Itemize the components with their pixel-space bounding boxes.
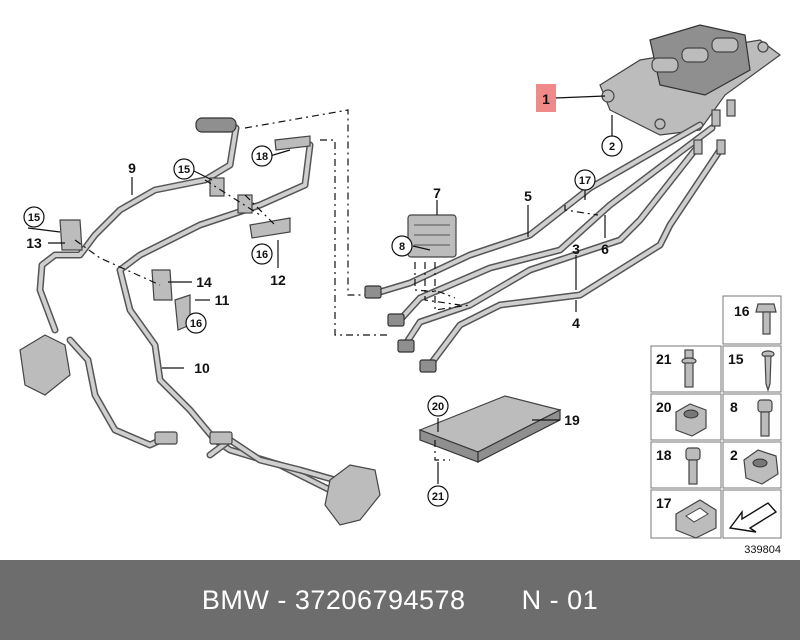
connector-7 — [407, 214, 457, 258]
callout-4[interactable]: 4 — [572, 315, 580, 331]
callout-8[interactable]: 8 — [399, 241, 405, 253]
callout-16-upper[interactable]: 16 — [256, 249, 268, 261]
screw-15-icon — [761, 350, 775, 392]
legend-21: 21 — [656, 351, 672, 367]
pipes-left — [19, 117, 381, 526]
callout-1[interactable]: 1 — [542, 91, 550, 107]
callout-20[interactable]: 20 — [432, 401, 444, 413]
diagram-number: 339804 — [744, 544, 781, 556]
legend-20: 20 — [656, 399, 672, 415]
bolt-16-icon — [755, 303, 777, 335]
nut-20-icon — [675, 403, 707, 437]
stud-21-icon — [681, 349, 697, 388]
footer-bar: BMW - 37206794578 N - 01 — [0, 560, 800, 640]
pipes-right — [364, 99, 736, 373]
callout-15-upper[interactable]: 15 — [178, 164, 190, 176]
callout-17[interactable]: 17 — [579, 175, 591, 187]
parts-diagram: 1 2 3 4 5 6 7 8 9 10 11 12 13 14 15 15 1… — [19, 24, 782, 556]
callout-5[interactable]: 5 — [524, 188, 532, 204]
bolt-18-icon — [685, 447, 701, 485]
callout-6[interactable]: 6 — [601, 241, 609, 257]
callouts: 1 2 3 4 5 6 7 8 9 10 11 12 13 14 15 15 1… — [23, 84, 623, 507]
legend-18: 18 — [656, 447, 672, 463]
footer-brand: BMW — [201, 584, 270, 615]
callout-7[interactable]: 7 — [433, 185, 441, 201]
clip-17-icon — [675, 499, 717, 539]
callout-9[interactable]: 9 — [128, 160, 136, 176]
callout-19[interactable]: 19 — [564, 412, 580, 428]
legend-15: 15 — [728, 351, 744, 367]
footer-position: N - 01 — [521, 584, 599, 615]
callout-13[interactable]: 13 — [26, 235, 42, 251]
footer-gap — [466, 585, 522, 616]
nut-2-icon — [743, 449, 779, 485]
footer-part-number: 37206794578 — [294, 584, 466, 615]
parts-legend: 16 21 15 20 8 18 2 17 — [650, 295, 782, 556]
control-unit-19 — [418, 395, 562, 463]
callout-3[interactable]: 3 — [572, 241, 580, 257]
callout-12[interactable]: 12 — [270, 272, 286, 288]
callout-21[interactable]: 21 — [432, 491, 444, 503]
footer-separator: - — [269, 584, 295, 615]
legend-2: 2 — [730, 447, 738, 463]
callout-18[interactable]: 18 — [256, 151, 268, 163]
callout-14[interactable]: 14 — [196, 274, 212, 290]
direction-arrow-icon — [728, 502, 778, 533]
callout-2[interactable]: 2 — [609, 141, 615, 153]
legend-8: 8 — [730, 399, 738, 415]
legend-16: 16 — [734, 303, 750, 319]
leader-lines — [27, 95, 613, 484]
callout-16-lower[interactable]: 16 — [190, 318, 202, 330]
guide-lines — [74, 109, 599, 461]
highlight-box — [536, 84, 556, 112]
callout-11[interactable]: 11 — [215, 292, 230, 308]
valve-block — [599, 24, 782, 136]
callout-10[interactable]: 10 — [194, 360, 210, 376]
bolt-8-icon — [757, 399, 773, 437]
callout-15-left[interactable]: 15 — [28, 212, 40, 224]
legend-17: 17 — [656, 495, 672, 511]
